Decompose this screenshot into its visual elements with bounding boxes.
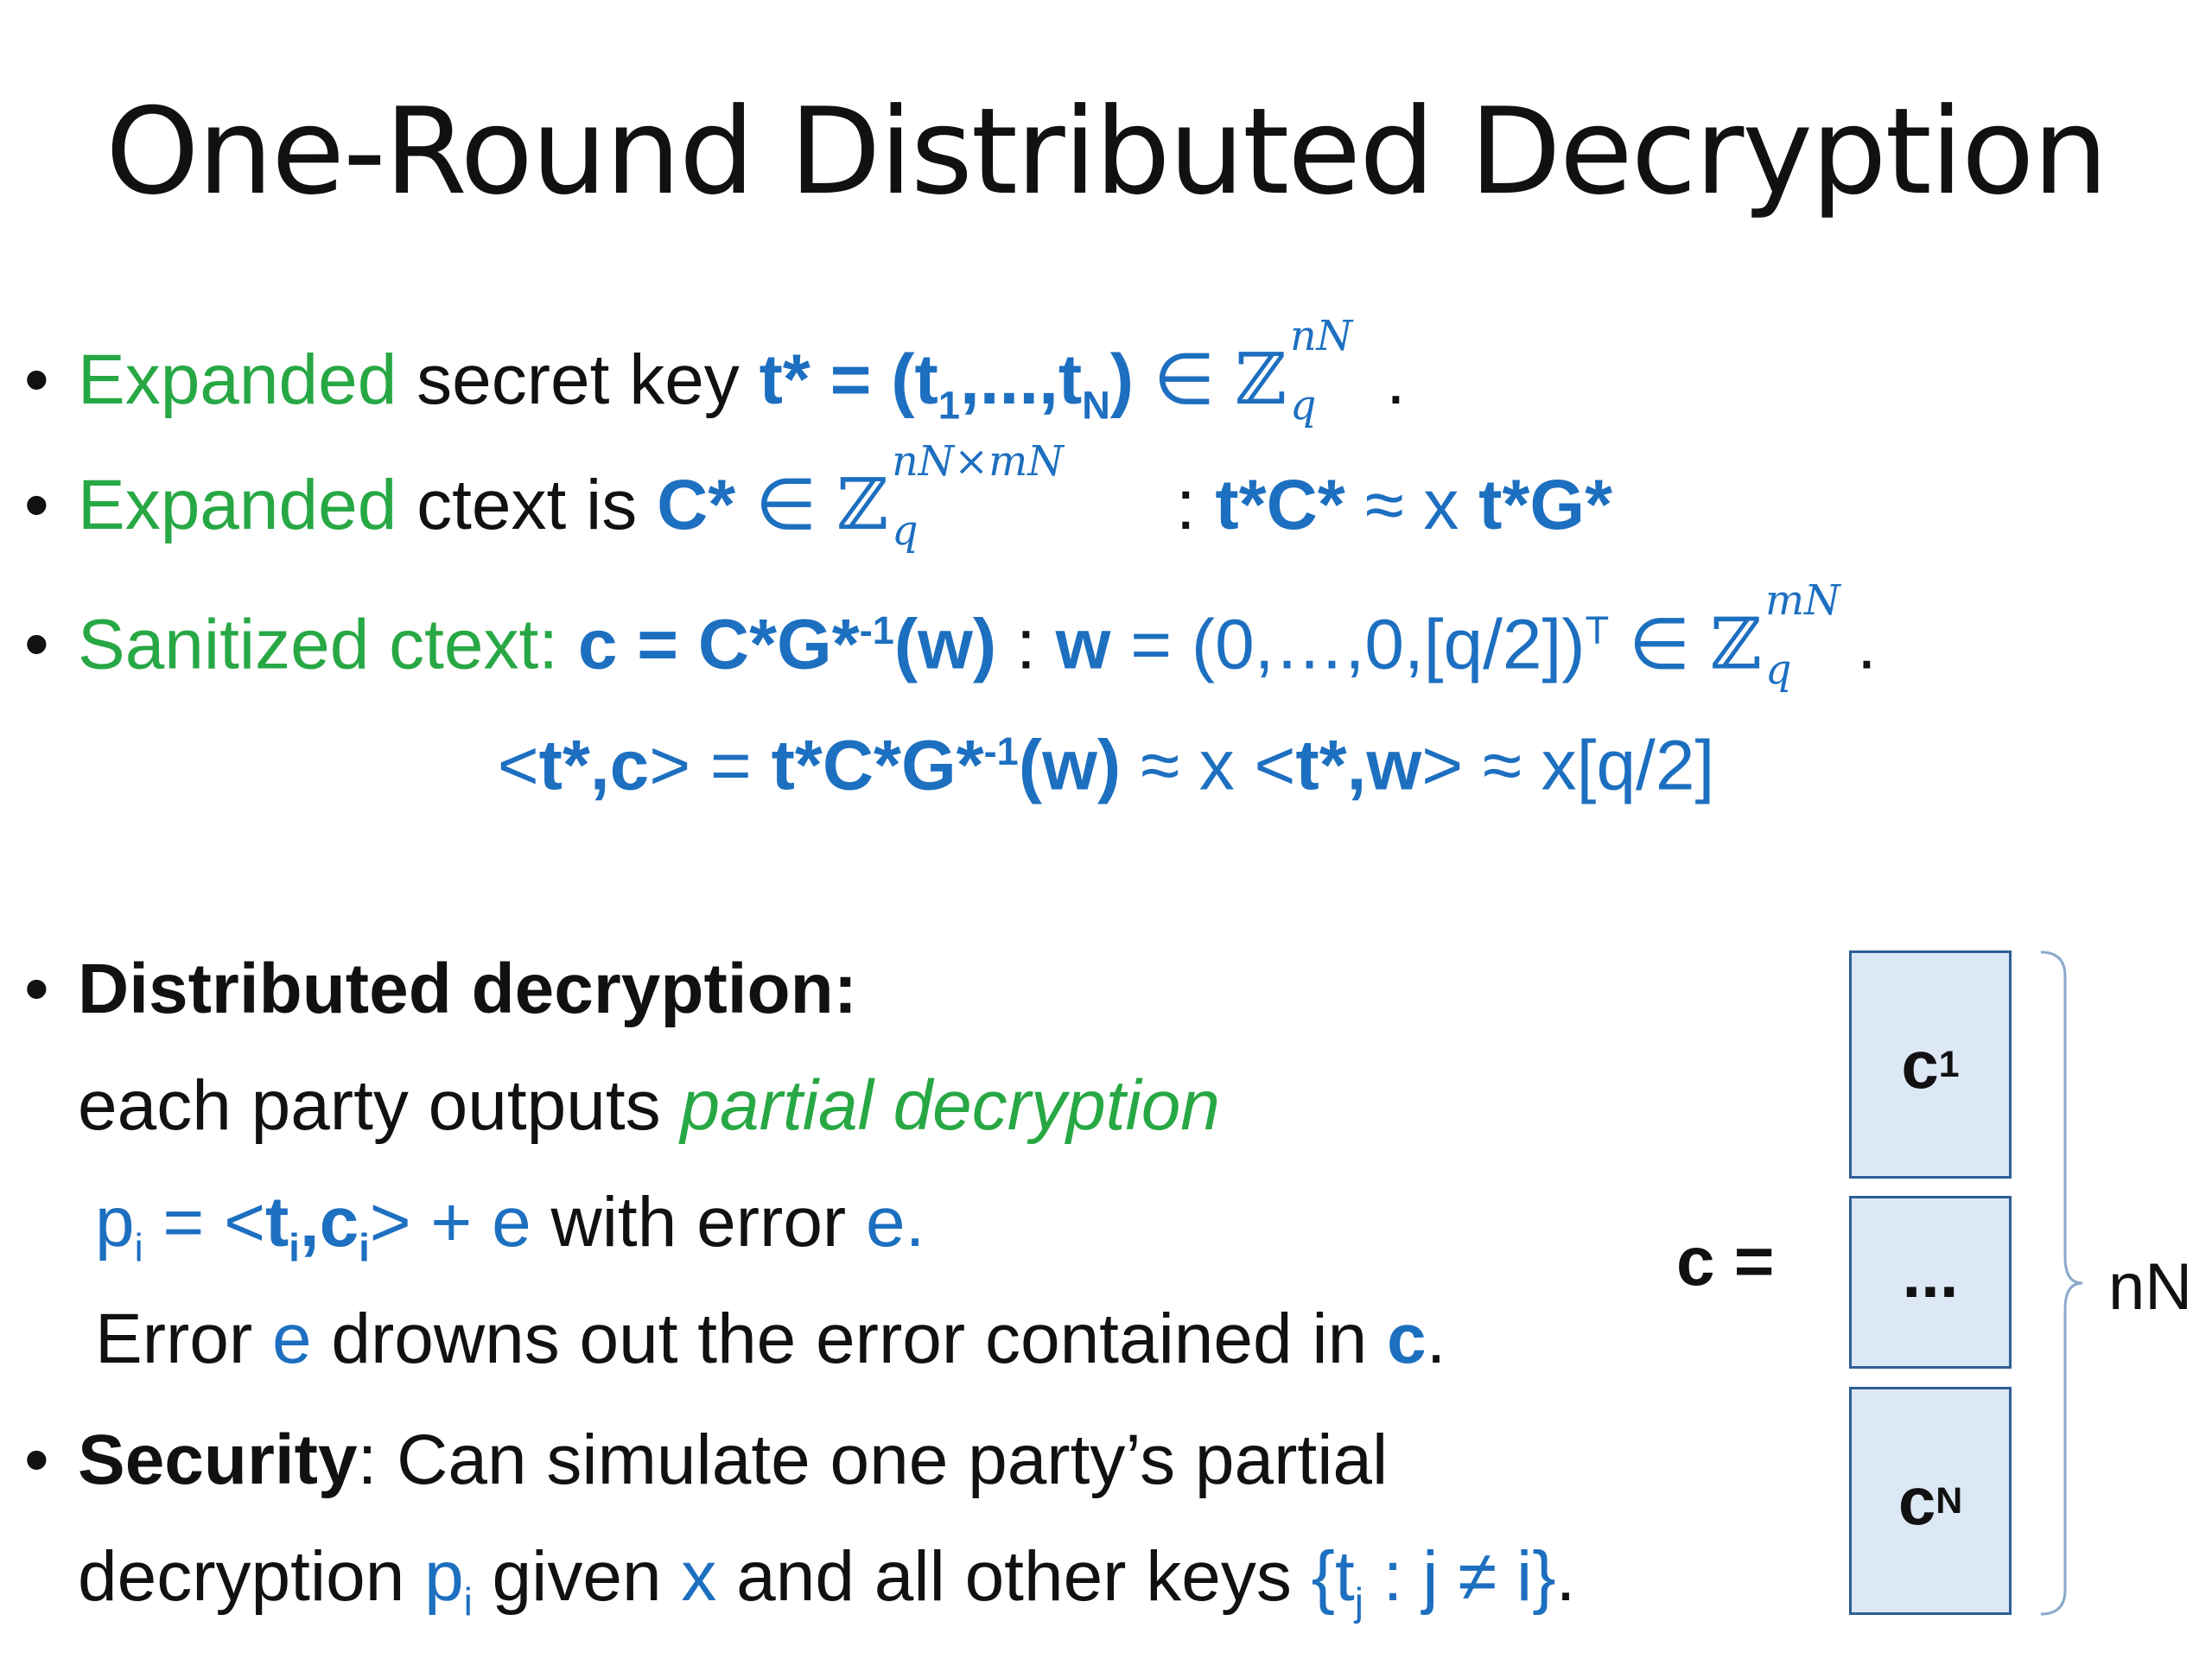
page-title: One-Round Distributed Decryption [105, 82, 2108, 221]
partial-decryption-line: each party outputs partial decryption [78, 1066, 1220, 1145]
bullet-sanitized-ctext: •Sanitized ctext: c = C*G*-1(w) : w = (0… [24, 577, 1877, 695]
inner-product-equation: <t*,c> = t*C*G*-1(w) ≈ x <t*,w> ≈ x[q/2] [497, 726, 1715, 805]
brace-icon [2040, 950, 2083, 1616]
bullet-distributed-decryption: •Distributed decryption: [24, 946, 857, 1033]
bullet-security: •Security: Can simulate one party’s part… [24, 1417, 1388, 1503]
bullet-dot: • [24, 605, 49, 684]
bullet-dot: • [24, 1421, 49, 1499]
vector-block-dots: ... [1849, 1196, 2012, 1369]
vector-label: c = [1676, 1223, 1775, 1300]
bullet-dot: • [24, 466, 49, 544]
security-line-2: decryption pi given x and all other keys… [78, 1537, 1576, 1624]
error-drowning-line: Error e drowns out the error contained i… [95, 1300, 1446, 1378]
bullet-expanded-ctext: •Expanded ctext is C* ∈ ℤnN×mNq​ : t*C* … [24, 438, 1613, 555]
bullet-expanded-key: •Expanded secret key t* = (t1,...,tN) ∈ … [24, 313, 1406, 429]
bullet-dot: • [24, 950, 49, 1028]
vector-size-label: nN [2108, 1250, 2193, 1324]
partial-decryption-formula: pi = <ti,ci> + e with error e. [95, 1183, 925, 1270]
bullet-dot: • [24, 340, 49, 419]
